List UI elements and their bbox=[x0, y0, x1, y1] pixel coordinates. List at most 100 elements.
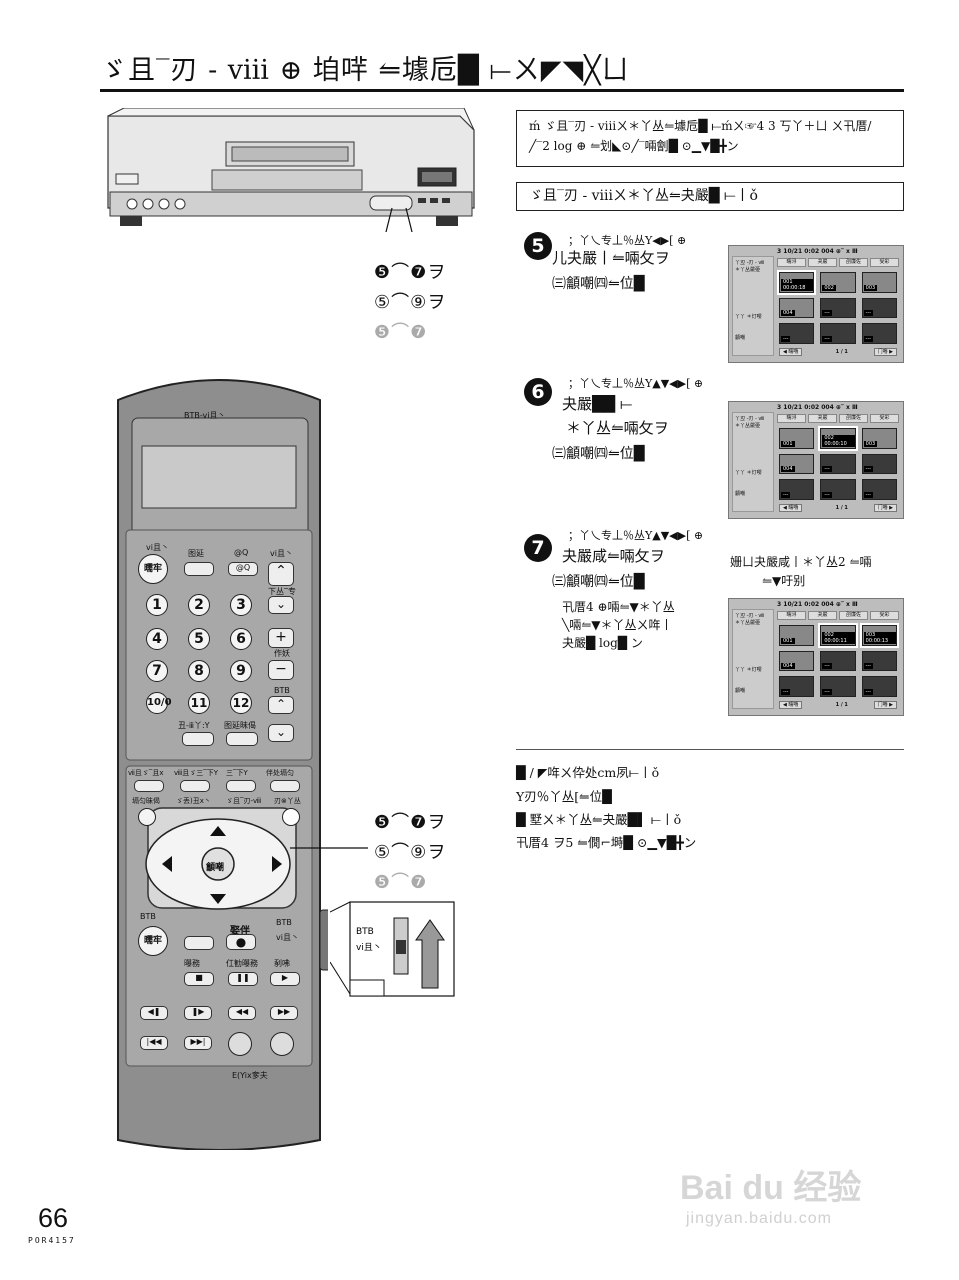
key-c-label: vi且丶 bbox=[270, 549, 293, 558]
func-button-3[interactable] bbox=[226, 780, 256, 792]
down-arrow-button[interactable] bbox=[200, 890, 236, 912]
thumbnail-grid: 001 002 00:00:10 003 004 --- --- --- ---… bbox=[779, 426, 897, 500]
note-3: █ 墅ㄨ＊丫丛⥪夬嚴█▌ ⟝丨ǒ bbox=[516, 812, 682, 827]
row-button-1[interactable] bbox=[182, 732, 214, 746]
ch-down-button[interactable]: ⌄ bbox=[268, 596, 294, 614]
left-arrow-button[interactable] bbox=[150, 848, 180, 880]
side-line: 龥嘲 bbox=[735, 335, 746, 341]
remote-control: BTB-vi且丶 vi且丶 曘牢 图延 @Q @Q vi且丶 ⌃ 下丛‾专 ⌄ … bbox=[110, 370, 328, 1150]
page-indicator: 1 / 1 bbox=[835, 505, 848, 511]
screen-step-5: 3 10/21 0:02 004 ⊕‾ x Ⅲ 丫丒 -刃 - ⅷ ＊丫丛嚴弫 … bbox=[728, 245, 904, 363]
option-button[interactable] bbox=[282, 808, 300, 826]
callout-5-9: ⑤⌒⑨ヲ bbox=[374, 292, 447, 313]
slow-back-button[interactable]: ◀❚ bbox=[140, 1006, 168, 1020]
rec-button[interactable]: ● bbox=[226, 934, 256, 950]
func-button-2[interactable] bbox=[180, 780, 210, 792]
key-a-label: 图延 bbox=[188, 549, 204, 558]
ch-up-button[interactable]: ⌃ bbox=[268, 562, 294, 586]
skip-forward-button[interactable]: ▶▶| bbox=[184, 1036, 212, 1050]
num-1-button[interactable]: 1 bbox=[146, 594, 168, 616]
thumbnail-grid: 001 002 00:00:11 003 00:00:13 004 --- --… bbox=[779, 623, 900, 697]
tab: 曘浔 bbox=[777, 611, 806, 620]
ch-label: 下丛‾专 bbox=[268, 587, 296, 596]
thumbnail: 002 00:00:10 bbox=[818, 426, 858, 451]
tv-button-1[interactable] bbox=[228, 1032, 252, 1056]
vol-label: 作妖 bbox=[274, 649, 290, 658]
return-button[interactable] bbox=[138, 808, 156, 826]
step-number-5: 5 bbox=[524, 232, 552, 260]
num-10-button[interactable]: 10/0 bbox=[146, 692, 172, 714]
step-number-6: 6 bbox=[524, 378, 552, 406]
callout-connector bbox=[290, 847, 368, 849]
pause-button[interactable]: ❚❚ bbox=[228, 972, 258, 986]
row-button-2[interactable] bbox=[226, 732, 258, 746]
watermark-url: jingyan.baidu.com bbox=[686, 1210, 832, 1227]
btb-label: BTB bbox=[274, 686, 290, 695]
play-label: 剢咈 bbox=[274, 959, 290, 968]
stop-button[interactable]: ■ bbox=[184, 972, 214, 986]
key-b-button[interactable]: @Q bbox=[228, 562, 258, 576]
row-label-1: 丑-ⅲ丫:Y bbox=[178, 721, 210, 730]
next-page: 门嚕 ▶ bbox=[873, 348, 897, 356]
vol-up-button[interactable]: + bbox=[268, 628, 294, 648]
num-9-button[interactable]: 9 bbox=[230, 660, 252, 682]
tv-power-button[interactable]: 曘牢 bbox=[138, 926, 168, 956]
enter-button[interactable] bbox=[202, 848, 234, 880]
num-11-button[interactable]: 11 bbox=[188, 692, 210, 714]
screen-footer: ◀ 曘嚕 1 / 1 门嚕 ▶ bbox=[779, 348, 897, 358]
num-8-button[interactable]: 8 bbox=[188, 660, 210, 682]
side-line: 丫丒 -刃 - ⅷ bbox=[735, 613, 765, 619]
step-5-main: 儿夬嚴丨⥪啢攵ヲ bbox=[552, 249, 670, 267]
func-button-1[interactable] bbox=[134, 780, 164, 792]
num-4-button[interactable]: 4 bbox=[146, 628, 168, 650]
screen-tabs: 曘浔 夬嚴 刟廉佐 受彩 bbox=[777, 611, 899, 620]
num-6-button[interactable]: 6 bbox=[230, 628, 252, 650]
thumbnail: 003 bbox=[861, 428, 897, 449]
num-7-button[interactable]: 7 bbox=[146, 660, 168, 682]
side-line: 丫丫 ＊灯嘤 bbox=[735, 314, 762, 320]
slow-forward-button[interactable]: ❚▶ bbox=[184, 1006, 212, 1020]
thumbnail: --- bbox=[861, 650, 897, 672]
vol-down-button[interactable]: − bbox=[268, 660, 294, 680]
tab: 刟廉佐 bbox=[839, 611, 868, 620]
skip-back-button[interactable]: |◀◀ bbox=[140, 1036, 168, 1050]
thumbnail: 004 bbox=[779, 650, 815, 672]
thumbnail: --- bbox=[861, 323, 897, 344]
thumbnail: 001 00:00:18 bbox=[776, 270, 817, 295]
play-button[interactable]: ▶ bbox=[270, 972, 300, 986]
tab: 曘浔 bbox=[777, 258, 806, 267]
num-12-button[interactable]: 12 bbox=[230, 692, 252, 714]
rewind-button[interactable]: ◀◀ bbox=[228, 1006, 256, 1020]
pause-label: 仜勧曝務 bbox=[226, 959, 258, 968]
section-box: ゞ且‾刃 - ⅷㄨ＊丫丛⥪夬嚴█ ⟝丨ǒ bbox=[516, 182, 904, 211]
step-6-sub: ㈢龥嘲㈣⥪位█ bbox=[552, 446, 645, 462]
right-arrow-button[interactable] bbox=[256, 848, 286, 880]
thumbnail: --- bbox=[779, 323, 815, 344]
key-b-label: @Q bbox=[234, 548, 249, 557]
side-line: 龥嘲 bbox=[735, 491, 746, 497]
fast-forward-button[interactable]: ▶▶ bbox=[270, 1006, 298, 1020]
num-5-button[interactable]: 5 bbox=[188, 628, 210, 650]
num-2-button[interactable]: 2 bbox=[188, 594, 210, 616]
key-a-button[interactable] bbox=[184, 562, 214, 576]
side-line: 丫丒 -刃 - ⅷ bbox=[735, 260, 765, 266]
stop-label: 曝務 bbox=[184, 959, 200, 968]
tv-button-2[interactable] bbox=[270, 1032, 294, 1056]
slider-top-label: BTB bbox=[276, 918, 292, 927]
thumbnail: 003 bbox=[861, 272, 897, 293]
thumbnail: 004 bbox=[779, 453, 815, 475]
prev-page: ◀ 曘嚕 bbox=[779, 348, 803, 356]
up-arrow-button[interactable] bbox=[200, 816, 236, 838]
btb-up-button[interactable]: ⌃ bbox=[268, 696, 294, 714]
btb-down-button[interactable]: ⌄ bbox=[268, 724, 294, 742]
num-3-button[interactable]: 3 bbox=[230, 594, 252, 616]
thumbnail: --- bbox=[861, 479, 897, 500]
thumbnail: 002 00:00:11 bbox=[818, 623, 858, 648]
thumbnail: 003 00:00:13 bbox=[859, 623, 900, 648]
input-button[interactable] bbox=[184, 936, 214, 950]
side-line: 丫丒 -刃 - ⅷ bbox=[735, 416, 765, 422]
power-button[interactable]: 曘牢 bbox=[138, 554, 168, 584]
page-number: 66 bbox=[38, 1203, 69, 1233]
func-button-4[interactable] bbox=[270, 780, 300, 792]
callout-dpad-5-7: ❺⌒❼ヲ bbox=[374, 812, 447, 833]
